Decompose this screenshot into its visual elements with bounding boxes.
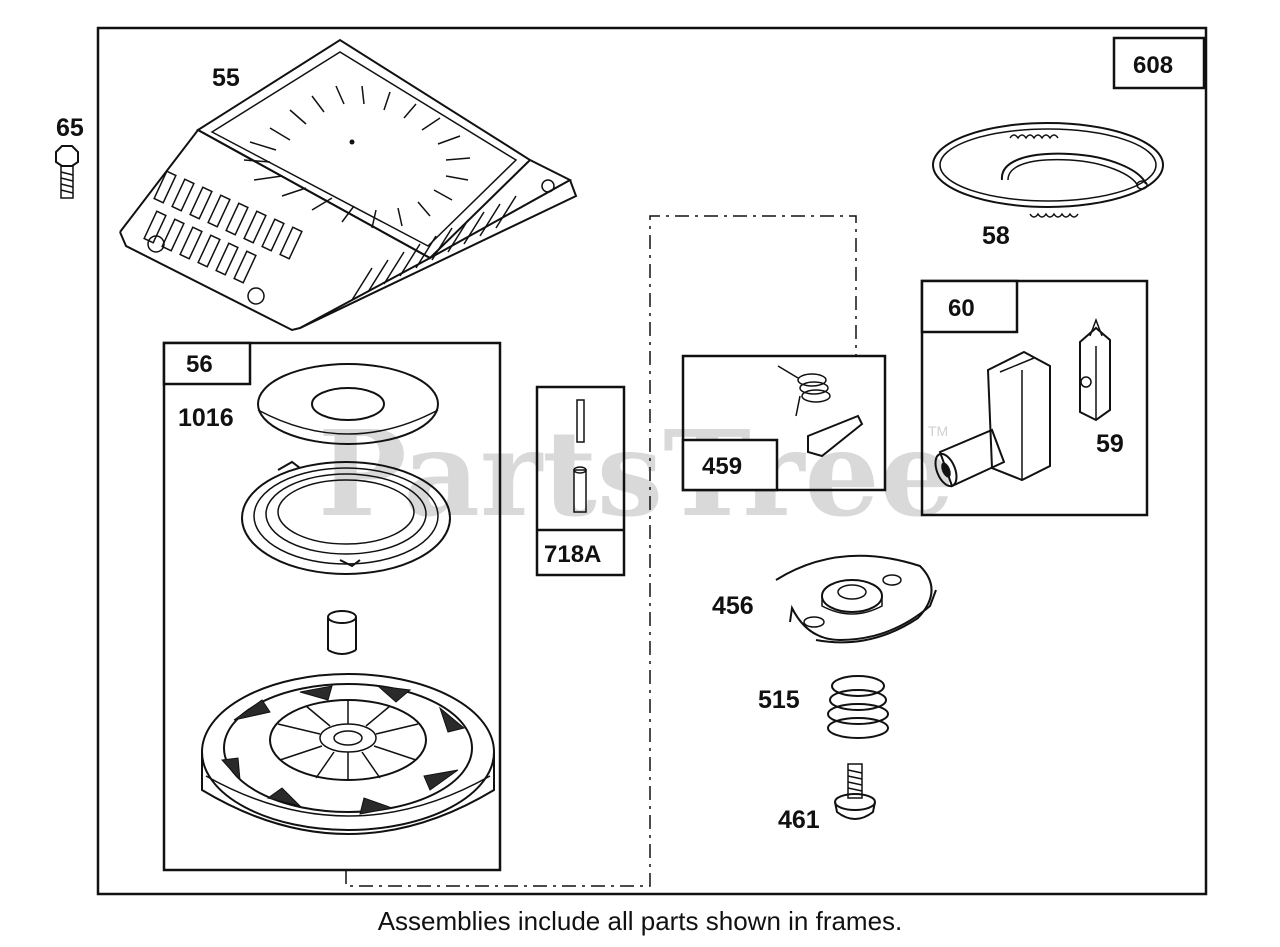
label-60: 60: [948, 295, 975, 322]
part-515-spring[interactable]: 515: [758, 675, 889, 739]
pulley-pin: [327, 610, 357, 655]
rewind-spring: [241, 460, 451, 575]
frame-60[interactable]: 60 59: [920, 279, 1149, 517]
part-1016-washer[interactable]: [257, 363, 439, 445]
part-55-cover[interactable]: 55: [119, 38, 578, 332]
label-459: 459: [702, 453, 742, 480]
label-65: 65: [56, 114, 84, 142]
part-59-insert: [1079, 317, 1111, 422]
label-1016: 1016: [178, 404, 234, 432]
part-65-bolt[interactable]: 65: [55, 114, 84, 199]
watermark-text: PartsTree: [318, 404, 955, 543]
label-55: 55: [212, 64, 240, 92]
label-58: 58: [982, 222, 1010, 250]
part-58-rope[interactable]: 58: [932, 122, 1164, 250]
frame-56[interactable]: 56: [162, 341, 502, 872]
part-461-screw[interactable]: 461: [778, 763, 876, 834]
watermark-tm: TM: [928, 423, 948, 439]
label-56: 56: [186, 351, 213, 378]
label-456: 456: [712, 592, 754, 620]
caption: Assemblies include all parts shown in fr…: [377, 906, 903, 936]
connector-lines: [345, 215, 857, 887]
starter-pulley: [201, 673, 495, 835]
frame-718a[interactable]: 718A: [535, 385, 626, 577]
part-456-cup[interactable]: 456: [712, 554, 937, 644]
outer-frame: [96, 26, 1208, 896]
frame-459[interactable]: 459: [681, 354, 887, 492]
label-718a: 718A: [544, 541, 601, 568]
label-608-text: 608: [1133, 52, 1173, 79]
label-59: 59: [1096, 430, 1124, 458]
label-515: 515: [758, 686, 800, 714]
label-461: 461: [778, 806, 820, 834]
part-60-handle: [934, 350, 1051, 488]
label-608[interactable]: 608: [1112, 36, 1206, 90]
